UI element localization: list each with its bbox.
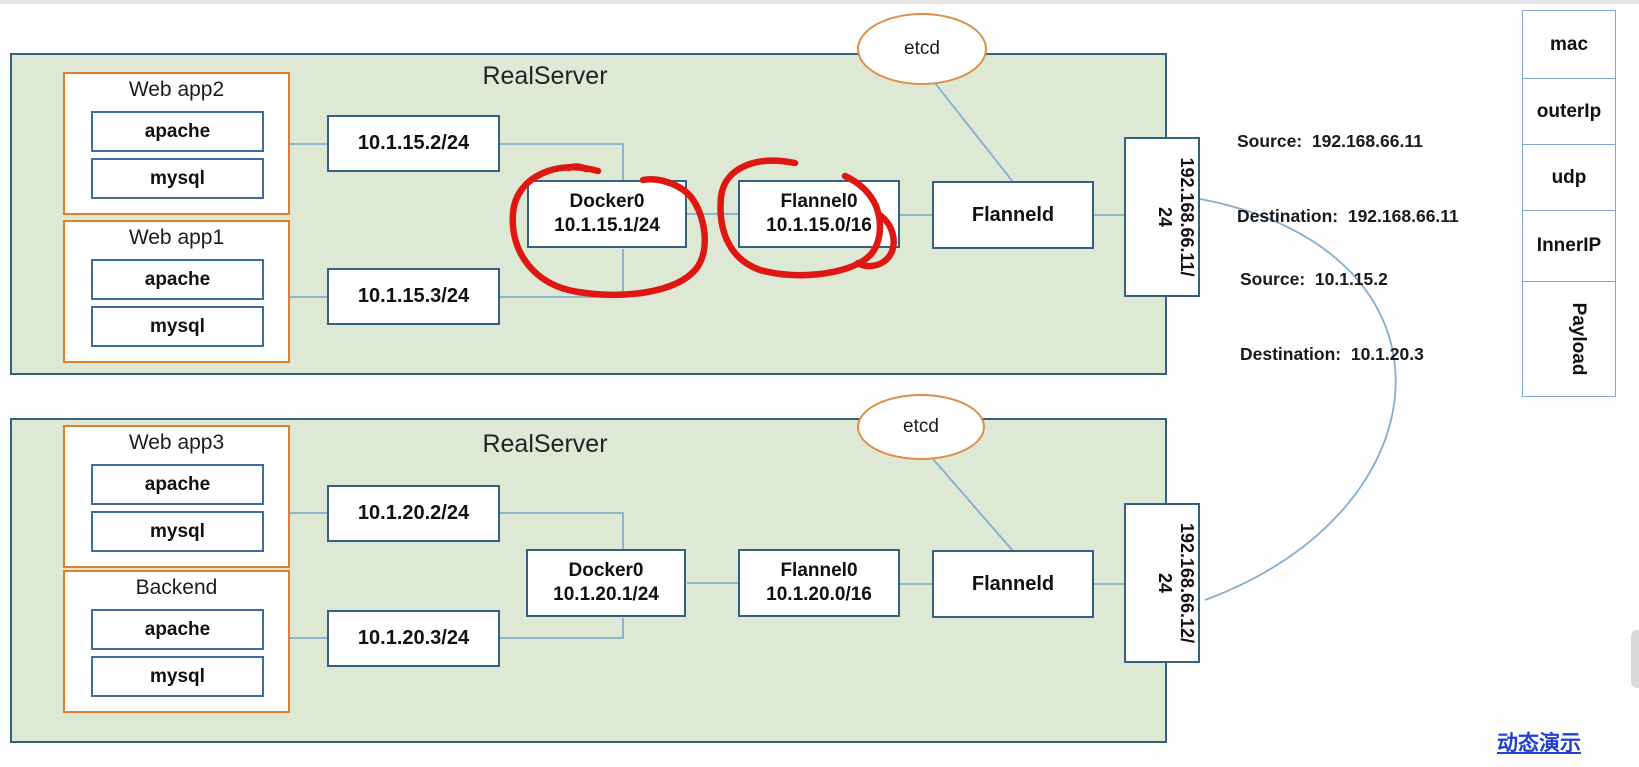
container-ip-1b: 10.1.15.3/24 xyxy=(327,268,500,325)
docker0-ip-2: 10.1.20.1/24 xyxy=(553,584,659,605)
backend-mysql-box: mysql xyxy=(91,656,264,697)
packet-field-innerip: InnerIP xyxy=(1522,210,1616,283)
flannel0-box-2: Flannel0 10.1.20.0/16 xyxy=(738,549,900,617)
webapp3-mysql-box: mysql xyxy=(91,511,264,552)
inner-packet-annotation: Source: 10.1.15.2 Destination: 10.1.20.3 xyxy=(1240,217,1424,417)
flannel0-name-2: Flannel0 xyxy=(780,560,858,581)
webapp1-title: Web app1 xyxy=(128,226,225,249)
flannel0-name-1: Flannel0 xyxy=(780,191,858,212)
flannel0-box-1: Flannel0 10.1.15.0/16 xyxy=(738,180,900,248)
backend-title: Backend xyxy=(135,576,218,599)
webapp2-box: Web app2 apache mysql xyxy=(63,72,290,215)
backend-apache-box: apache xyxy=(91,609,264,650)
webapp2-mysql-box: mysql xyxy=(91,158,264,199)
webapp2-title: Web app2 xyxy=(128,78,225,101)
flannel0-ip-2: 10.1.20.0/16 xyxy=(766,584,872,605)
packet-field-payload: Payload xyxy=(1522,280,1616,397)
host-ip-text-2: 192.168.66.12/ 24 xyxy=(1155,522,1197,644)
packet-field-outerip: outerIp xyxy=(1522,78,1616,146)
packet-field-udp: udp xyxy=(1522,143,1616,212)
realserver-title-2: RealServer xyxy=(482,430,608,458)
host-ip-box-2: 192.168.66.12/ 24 xyxy=(1124,503,1200,663)
docker0-ip-1: 10.1.15.1/24 xyxy=(554,215,660,236)
host-ip-text-1: 192.168.66.11/ 24 xyxy=(1155,157,1197,277)
dynamic-demo-link[interactable]: 动态演示 xyxy=(1497,732,1581,755)
docker0-name-1: Docker0 xyxy=(569,191,645,212)
outer-source-text: Source: 192.168.66.11 xyxy=(1237,131,1423,151)
webapp3-box: Web app3 apache mysql xyxy=(63,425,290,568)
webapp1-apache-box: apache xyxy=(91,259,264,300)
inner-destination-text: Destination: 10.1.20.3 xyxy=(1240,344,1424,364)
flannel0-ip-1: 10.1.15.0/16 xyxy=(766,215,872,236)
container-ip-2a: 10.1.20.2/24 xyxy=(327,485,500,542)
container-ip-1a: 10.1.15.2/24 xyxy=(327,115,500,172)
webapp1-mysql-box: mysql xyxy=(91,306,264,347)
realserver-title-1: RealServer xyxy=(482,62,608,90)
etcd-ellipse-2: etcd xyxy=(857,394,985,460)
flanneld-box-1: Flanneld xyxy=(932,181,1094,249)
container-ip-2b: 10.1.20.3/24 xyxy=(327,610,500,667)
flanneld-box-2: Flanneld xyxy=(932,550,1094,618)
webapp3-title: Web app3 xyxy=(128,431,225,454)
top-strip xyxy=(0,0,1639,4)
docker0-name-2: Docker0 xyxy=(568,560,644,581)
docker0-box-2: Docker0 10.1.20.1/24 xyxy=(526,549,686,617)
etcd-ellipse-1: etcd xyxy=(857,13,987,85)
host-ip-box-1: 192.168.66.11/ 24 xyxy=(1124,137,1200,297)
backend-box: Backend apache mysql xyxy=(63,570,290,713)
scrollbar-thumb[interactable] xyxy=(1631,630,1639,688)
webapp3-apache-box: apache xyxy=(91,464,264,505)
webapp1-box: Web app1 apache mysql xyxy=(63,220,290,363)
webapp2-apache-box: apache xyxy=(91,111,264,152)
packet-field-mac: mac xyxy=(1522,10,1616,80)
docker0-box-1: Docker0 10.1.15.1/24 xyxy=(527,180,687,248)
packet-structure-stack: mac outerIp udp InnerIP Payload xyxy=(1522,10,1616,397)
inner-source-text: Source: 10.1.15.2 xyxy=(1240,269,1388,289)
